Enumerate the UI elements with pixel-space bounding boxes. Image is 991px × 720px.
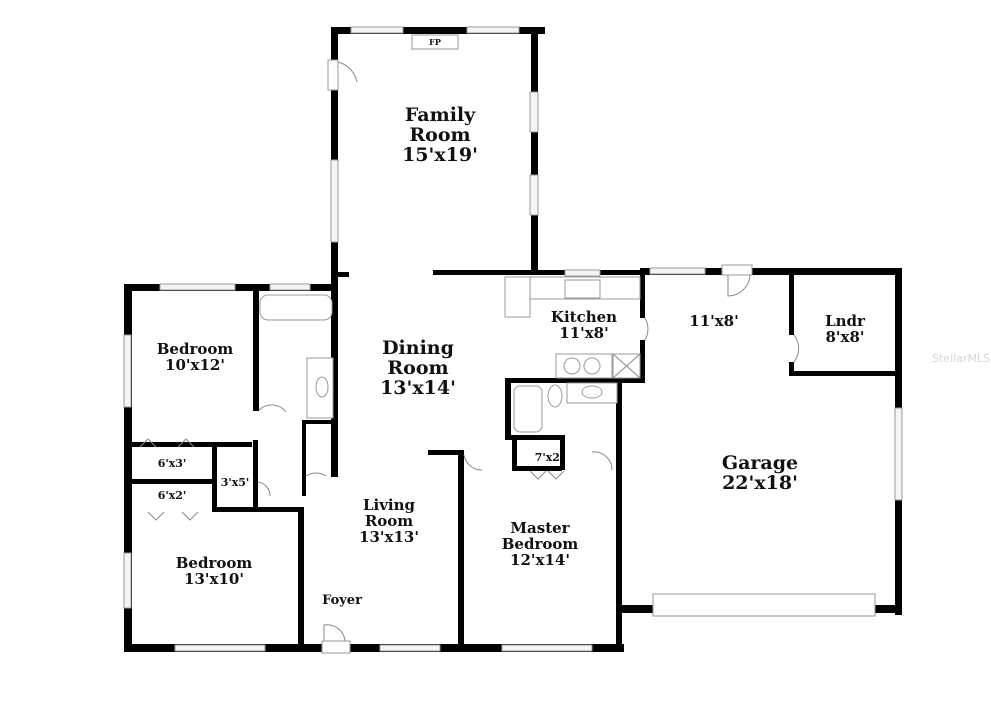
- room-label-living-room: Living Room 13'x13': [359, 496, 419, 546]
- room-name: Room: [364, 511, 414, 530]
- left-wing-walls: [124, 277, 624, 652]
- room-name: Room: [409, 123, 471, 146]
- closet-label-7x2: 7'x2': [534, 451, 564, 464]
- room-label-kitchen: Kitchen 11'x8': [550, 308, 618, 342]
- center-walls: [428, 270, 645, 648]
- watermark: StellarMLS: [932, 352, 991, 365]
- left-wing-windows: [123, 283, 593, 654]
- closet-label-6x2: 6'x2': [157, 489, 187, 502]
- room-name: Living: [362, 496, 416, 514]
- room-name: Bedroom: [175, 554, 253, 572]
- room-name: Master: [510, 519, 570, 537]
- room-name: Room: [387, 356, 449, 379]
- room-dimensions: 22'x18': [722, 471, 798, 494]
- room-dimensions: 11'x8': [689, 312, 739, 330]
- fireplace-label: FP: [429, 37, 441, 47]
- room-label-dining-room: Dining Room 13'x14': [380, 337, 456, 399]
- room-name: Bedroom: [156, 340, 234, 358]
- room-label-utility: 11'x8': [689, 312, 739, 330]
- kitchen-fixtures: [463, 269, 649, 480]
- room-dimensions: 15'x19': [402, 143, 478, 166]
- room-label-bedroom-2: Bedroom 13'x10': [175, 554, 253, 588]
- family-room-walls: [331, 27, 645, 285]
- family-room-windows: [327, 26, 539, 243]
- room-dimensions: 13'x10': [184, 569, 244, 588]
- room-name: Bedroom: [501, 534, 579, 553]
- room-dimensions: 11'x8': [559, 323, 609, 342]
- room-name: Foyer: [322, 593, 362, 608]
- room-dimensions: 13'x14': [380, 376, 456, 399]
- room-dimensions: 8'x8': [825, 327, 865, 346]
- closet-label-6x3: 6'x3': [157, 457, 187, 470]
- room-name: Lndr: [825, 312, 865, 330]
- room-dimensions: 12'x14': [510, 550, 570, 569]
- room-label-bedroom-1: Bedroom 10'x12': [156, 340, 234, 374]
- room-name: Kitchen: [550, 308, 618, 326]
- room-label-master-bedroom: Master Bedroom 12'x14': [501, 519, 579, 569]
- room-label-foyer: Foyer: [322, 594, 362, 608]
- room-label-garage: Garage 22'x18': [721, 452, 799, 494]
- fireplace: [411, 34, 459, 50]
- room-label-laundry: Lndr 8'x8': [825, 312, 865, 346]
- room-name: Dining: [382, 337, 454, 359]
- room-dimensions: 13'x13': [359, 527, 419, 546]
- room-dimensions: 10'x12': [165, 355, 225, 374]
- room-label-family-room: Family Room 15'x19': [402, 104, 478, 166]
- room-name: Family: [404, 104, 476, 126]
- garage-fixtures: [649, 264, 903, 617]
- closet-label-3x5: 3'x5': [220, 476, 250, 489]
- room-name: Garage: [721, 452, 799, 474]
